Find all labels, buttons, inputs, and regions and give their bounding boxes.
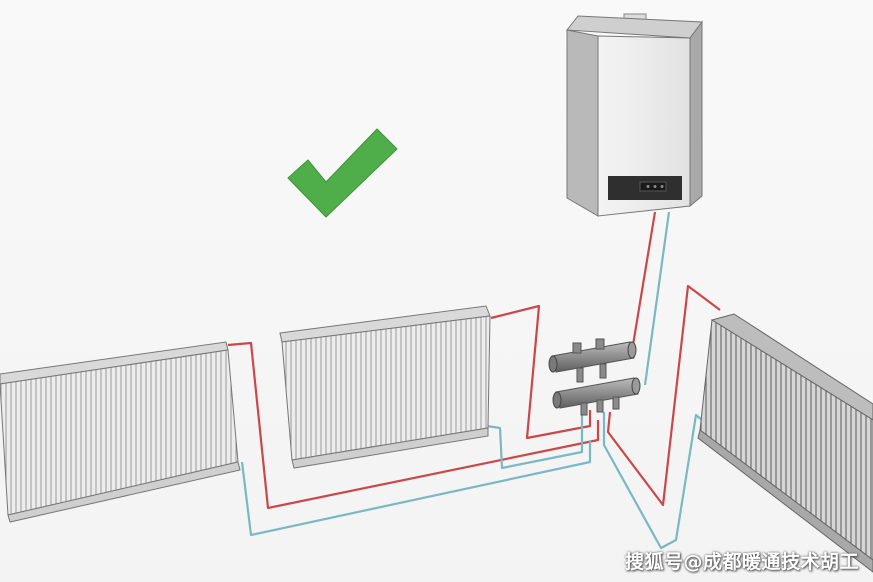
supply-pipes — [227, 284, 721, 510]
return-pipes — [240, 412, 703, 550]
radiator-left — [0, 341, 241, 523]
manifold — [548, 338, 641, 416]
watermark-text: 搜狐号@成都暖通技术胡工 — [624, 551, 859, 573]
radiator-right — [697, 313, 873, 573]
boiler-return-pipe — [643, 211, 671, 386]
wall-boiler — [566, 13, 703, 217]
radiator-middle — [279, 305, 491, 469]
return-manifold — [552, 377, 641, 416]
boiler-control-panel — [608, 176, 682, 200]
boiler-supply-pipe — [631, 211, 657, 346]
checkmark-icon — [287, 128, 398, 218]
supply-manifold — [548, 338, 637, 383]
